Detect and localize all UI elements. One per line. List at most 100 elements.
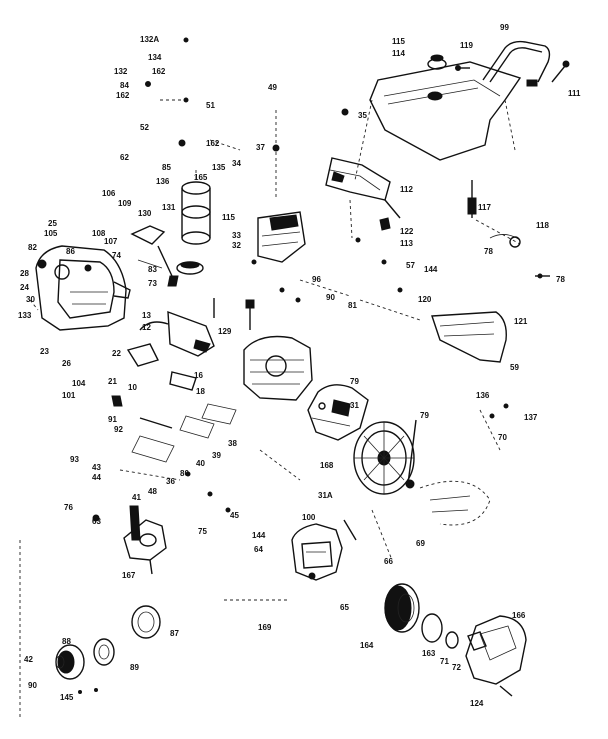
tank-handle — [482, 40, 551, 87]
drive-pulleys — [55, 605, 161, 680]
fuel-line — [489, 234, 550, 277]
part-label: 51 — [206, 101, 215, 110]
part-label: 85 — [162, 163, 171, 172]
part-label: 132 — [114, 67, 128, 76]
bolt-111 — [551, 60, 570, 83]
part-label: 119 — [460, 41, 473, 50]
part-label: 163 — [422, 649, 436, 658]
parts-artwork — [19, 37, 570, 720]
part-label: 64 — [254, 545, 263, 554]
part-label: 10 — [128, 383, 137, 392]
part-label: 84 — [120, 81, 129, 90]
part-label: 62 — [120, 153, 129, 162]
part-label: 48 — [148, 487, 157, 496]
pulley-set — [421, 613, 487, 651]
part-label: 39 — [212, 451, 221, 460]
part-label: 165 — [194, 173, 208, 182]
part-label: 22 — [112, 349, 121, 358]
part-label: 162 — [206, 139, 220, 148]
part-label: 25 — [48, 219, 57, 228]
part-label: 132A — [140, 35, 159, 44]
part-label: 113 — [400, 239, 413, 248]
part-label: 108 — [92, 229, 106, 238]
part-label: 122 — [400, 227, 414, 236]
part-label: 45 — [230, 511, 239, 520]
part-label: 111 — [568, 89, 581, 98]
part-label: 49 — [268, 83, 277, 92]
part-label: 41 — [132, 493, 141, 502]
cylinder-block — [243, 211, 313, 401]
part-label: 92 — [114, 425, 123, 434]
part-label: 101 — [62, 391, 76, 400]
part-label: 89 — [130, 663, 139, 672]
part-label: 144 — [424, 265, 438, 274]
part-label: 115 — [392, 37, 405, 46]
part-label: 40 — [196, 459, 205, 468]
gaskets — [111, 395, 237, 463]
part-label: 76 — [64, 503, 73, 512]
wheel-tire — [384, 583, 420, 633]
part-label: 162 — [152, 67, 166, 76]
governor-linkage — [130, 225, 179, 287]
part-label: 124 — [470, 699, 484, 708]
part-label: 21 — [108, 377, 117, 386]
part-label: 130 — [138, 209, 152, 218]
part-number-labels: 132A 134 132 162 84 162 51 52 162 62 85 … — [18, 23, 581, 708]
part-label: 75 — [198, 527, 207, 536]
part-label: 78 — [556, 275, 565, 284]
part-label: 37 — [256, 143, 265, 152]
fuel-shutoff — [467, 180, 521, 245]
part-label: 79 — [350, 377, 359, 386]
part-label: 105 — [44, 229, 58, 238]
valve-parts — [169, 298, 255, 391]
part-label: 87 — [170, 629, 179, 638]
part-label: 57 — [406, 261, 415, 270]
part-label: 70 — [498, 433, 507, 442]
part-label: 74 — [112, 251, 121, 260]
part-label: 162 — [116, 91, 130, 100]
part-label: 90 — [28, 681, 37, 690]
part-label: 137 — [524, 413, 538, 422]
part-label: 131 — [162, 203, 176, 212]
part-label: 33 — [232, 231, 241, 240]
part-label: 31 — [350, 401, 359, 410]
part-label: 81 — [348, 301, 357, 310]
part-label: 121 — [514, 317, 528, 326]
drum-assembly — [371, 480, 491, 561]
part-label: 168 — [320, 461, 334, 470]
part-label: 107 — [104, 237, 118, 246]
part-label: 36 — [166, 477, 175, 486]
part-label: 26 — [62, 359, 71, 368]
flywheel — [353, 419, 417, 495]
gear-case — [291, 519, 357, 581]
part-label: 65 — [340, 603, 349, 612]
part-label: 82 — [28, 243, 37, 252]
part-label: 35 — [358, 111, 367, 120]
blower-housing — [307, 384, 369, 441]
part-label: 145 — [60, 693, 74, 702]
part-label: 78 — [484, 247, 493, 256]
part-label: 135 — [212, 163, 226, 172]
fasteners — [78, 37, 543, 694]
part-label: 59 — [510, 363, 519, 372]
part-label: 13 — [142, 311, 151, 320]
part-label: 12 — [142, 323, 151, 332]
part-label: 118 — [536, 221, 549, 230]
part-label: 86 — [66, 247, 75, 256]
carburetor — [123, 505, 167, 575]
tank-cap-screw — [455, 65, 470, 71]
part-label: 133 — [18, 311, 32, 320]
part-label: 90 — [326, 293, 335, 302]
part-label: 91 — [108, 415, 117, 424]
part-label: 106 — [102, 189, 116, 198]
belt-cover — [431, 311, 507, 363]
part-label: 38 — [228, 439, 237, 448]
fuel-tank — [354, 54, 522, 181]
muffler — [126, 310, 215, 367]
part-label: 120 — [418, 295, 432, 304]
part-label: 144 — [252, 531, 266, 540]
leader-lines — [19, 99, 501, 720]
part-label: 30 — [26, 295, 35, 304]
part-label: 66 — [384, 557, 393, 566]
